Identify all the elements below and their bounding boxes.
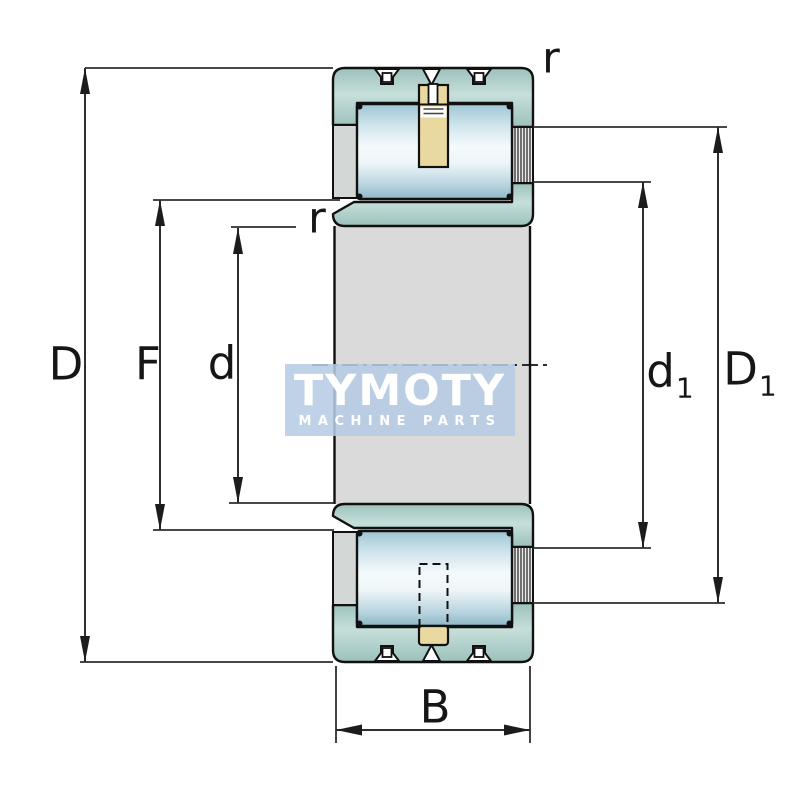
dimension-label-d: d	[207, 336, 237, 390]
dimension-lines	[80, 67, 727, 743]
side-face-bottom-left	[332, 531, 358, 606]
watermark: TYMOTY MACHINE PARTS	[285, 364, 515, 436]
inner-ring-top	[331, 181, 535, 228]
dimension-label-D: D	[48, 337, 84, 391]
lube-notch-right	[465, 68, 493, 85]
dimension-label-d1-base: d	[646, 344, 675, 398]
retaining-ribs-top-right	[511, 126, 534, 184]
side-face-top-left	[332, 124, 358, 199]
dimension-label-D1-base: D	[723, 342, 758, 396]
bottom-cross-section	[331, 502, 535, 664]
cage-tip-bottom	[417, 624, 450, 647]
dimension-label-F: F	[135, 337, 161, 391]
watermark-brand-text: TYMOTY	[293, 365, 507, 416]
dimension-label-d1: d1	[646, 349, 693, 403]
retaining-ribs-bottom-right	[511, 546, 534, 604]
oil-groove-notch-top	[421, 68, 442, 88]
oil-groove-notch-bottom	[421, 642, 442, 662]
dimension-label-d1-subscript: 1	[675, 371, 694, 405]
dimension-label-r-outer: r	[542, 33, 560, 84]
dimension-label-D1-subscript: 1	[758, 369, 777, 403]
dimension-label-D1: D1	[723, 347, 776, 401]
lube-notch-left	[373, 68, 401, 85]
dimension-label-r-inner: r	[308, 193, 326, 244]
cage-top	[417, 83, 450, 169]
dimension-arrowheads	[80, 68, 723, 736]
top-cross-section	[331, 66, 535, 228]
lube-notch-bottom-right	[465, 645, 493, 662]
inner-ring-bottom	[331, 502, 535, 549]
roller-bottom	[355, 529, 514, 628]
lube-notch-bottom-left	[373, 645, 401, 662]
dimension-label-B: B	[419, 680, 451, 734]
watermark-subtitle-text: MACHINE PARTS	[298, 414, 502, 430]
